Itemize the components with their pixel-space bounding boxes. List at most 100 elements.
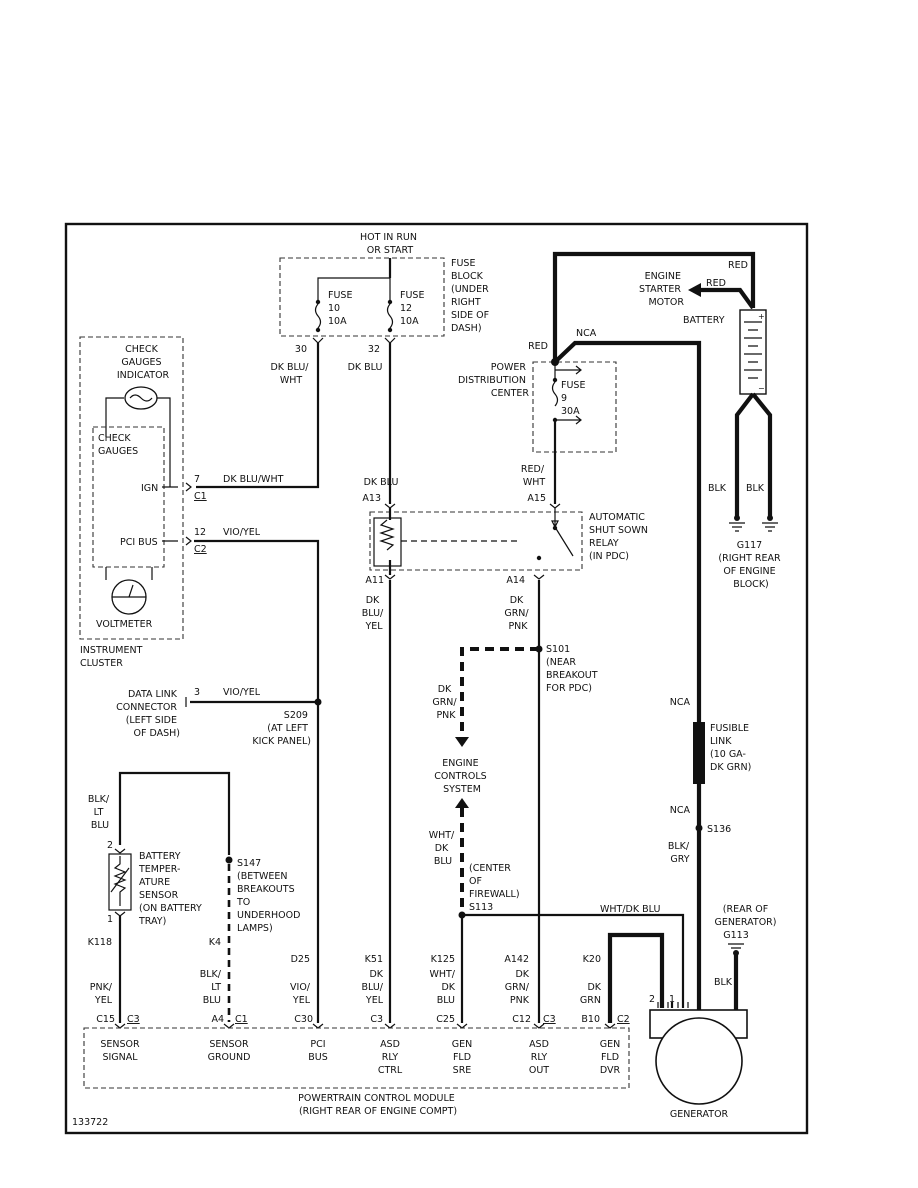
gen-blk-label: BLK (714, 977, 733, 988)
sensor-pin-1: 1 (107, 914, 113, 925)
wire-32-color: DK BLU (348, 362, 383, 373)
blk-1-label: BLK (708, 483, 727, 494)
fusible-link-label: FUSIBLE LINK (10 GA- DK GRN) (710, 723, 752, 773)
hot-in-run-label: HOT IN RUN OR START (360, 232, 420, 256)
gen-pin-2: 2 (649, 994, 655, 1005)
fusible-link-icon (693, 722, 705, 784)
wire-a11-color: DK BLU/ YEL (362, 595, 387, 632)
s113-label: (CENTER OF FIREWALL) S113 (469, 863, 523, 913)
wire-nca (553, 340, 702, 722)
s209-label: S209 (AT LEFT KICK PANEL) (252, 710, 311, 747)
sensor-top-wire-color: BLK/ LT BLU (88, 794, 112, 831)
svg-text:A142: A142 (504, 954, 529, 965)
ign-label: IGN (141, 483, 158, 494)
fuse-block-label: FUSE BLOCK (UNDER RIGHT SIDE OF DASH) (451, 258, 492, 334)
dlc-wire-color: VIO/YEL (223, 687, 261, 698)
fuse-10-icon (314, 299, 322, 333)
asd-input-color: DK BLU (364, 477, 399, 488)
battery-icon: + − (739, 309, 767, 395)
svg-text:B10: B10 (581, 1014, 600, 1025)
wire-30-color: DK BLU/ WHT (270, 362, 311, 386)
s209-splice-dot (314, 698, 322, 706)
down-arrow-icon (455, 737, 469, 747)
asd-relay-label: AUTOMATIC SHUT SOWN RELAY (IN PDC) (589, 512, 651, 562)
svg-text:C3: C3 (127, 1014, 140, 1025)
svg-text:−: − (758, 384, 765, 393)
svg-text:C30: C30 (294, 1014, 313, 1025)
diagram-frame (64, 222, 809, 1135)
sensor-pin-2: 2 (107, 840, 113, 851)
fuse-10-label: FUSE 10 10A (328, 290, 355, 327)
blk-2-label: BLK (746, 483, 765, 494)
voltmeter-label: VOLTMETER (96, 619, 153, 630)
battery-temp-sensor-label: BATTERY TEMPER- ATURE SENSOR (ON BATTERY… (138, 851, 205, 927)
engine-controls-label: ENGINE CONTROLS SYSTEM (434, 758, 489, 795)
pin-30-label: 30 (295, 344, 307, 355)
s113-wire-color: WHT/ DK BLU (429, 830, 458, 867)
pci-bus-label: PCI BUS (120, 537, 158, 548)
nca-label: NCA (576, 328, 597, 339)
svg-text:K20: K20 (583, 954, 601, 965)
s136-splice-dot (695, 824, 703, 832)
data-link-connector-label: DATA LINK CONNECTOR (LEFT SIDE OF DASH) (116, 689, 180, 739)
pdc-box (532, 361, 617, 453)
pin-12-label: 12 (194, 527, 206, 538)
svg-text:C15: C15 (96, 1014, 115, 1025)
wire-dk-blu-wht (196, 343, 320, 489)
generator-label: GENERATOR (670, 1109, 729, 1120)
pin-7-label: 7 (194, 474, 200, 485)
ground-g117-icon (729, 515, 778, 532)
svg-text:VIO/YEL: VIO/YEL (290, 982, 311, 1006)
wire-s101-engine-controls (460, 647, 539, 738)
wire-12-color: VIO/YEL (223, 527, 261, 538)
pcm-box (83, 1027, 630, 1089)
check-gauges-indicator-label: CHECK GAUGES INDICATOR (117, 344, 170, 381)
s147-label: S147 (BETWEEN BREAKOUTS TO UNDERHOOD LAM… (236, 858, 303, 934)
starter-motor-label: ENGINE STARTER MOTOR (639, 271, 684, 308)
nca-top-label: NCA (670, 697, 691, 708)
generator-icon (649, 1002, 748, 1105)
starter-red-label: RED (706, 278, 726, 289)
a14-label: A14 (506, 575, 525, 586)
s101-label: S101 (NEAR BREAKOUT FOR PDC) (546, 644, 601, 694)
a13-label: A13 (362, 493, 381, 504)
check-gauges-inner-label: CHECK GAUGES (98, 433, 138, 457)
blk-gry-label: BLK/ GRY (668, 841, 692, 865)
svg-text:C25: C25 (436, 1014, 455, 1025)
wire-red-starter (700, 287, 755, 310)
wire-wht-dk-blu (460, 913, 685, 1023)
svg-text:+: + (758, 312, 765, 321)
svg-text:C3: C3 (543, 1014, 556, 1025)
asd-relay (369, 503, 583, 575)
svg-text:A4: A4 (211, 1014, 224, 1025)
fuse-12-icon (386, 299, 394, 333)
dlc-pin-3: 3 (194, 687, 200, 698)
s113-out-color: WHT/DK BLU (600, 904, 660, 915)
s136-label: S136 (707, 824, 731, 835)
instrument-cluster-label: INSTRUMENT CLUSTER (80, 645, 145, 669)
figure-id: 133722 (72, 1117, 108, 1128)
battery-red-label: RED (728, 260, 748, 271)
s101-wire-color: DK GRN/ PNK (432, 684, 459, 721)
svg-text:C12: C12 (512, 1014, 531, 1025)
instrument-cluster: CHECK GAUGES INDICATOR CHECK GAUGES IGN … (79, 336, 192, 640)
c2-label: C2 (194, 544, 207, 555)
nca-bottom-label: NCA (670, 805, 691, 816)
svg-text:K4: K4 (209, 937, 221, 948)
svg-text:K125: K125 (431, 954, 455, 965)
wire-blk-lt-blu (118, 771, 231, 855)
